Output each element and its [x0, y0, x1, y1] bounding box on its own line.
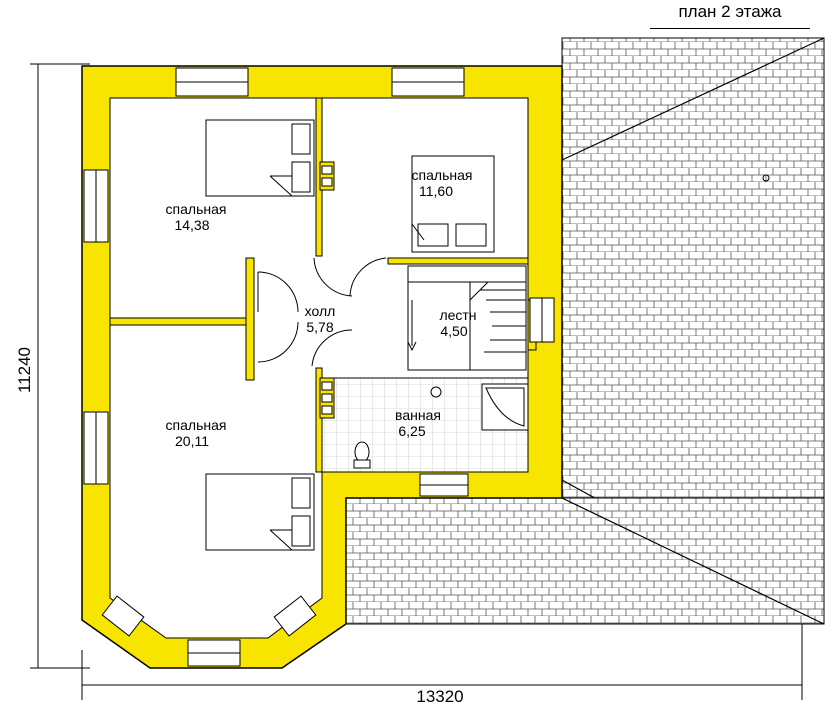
room-area-stairs: 4,50 — [440, 323, 467, 339]
room-area-bedroom-2: 11,60 — [419, 183, 453, 199]
room-name-bathroom: ванная — [395, 407, 441, 423]
room-area-bathroom: 6,25 — [398, 423, 425, 439]
roof-bottom — [345, 497, 825, 625]
doors — [257, 257, 387, 367]
room-name-stairs: лестн — [439, 307, 476, 323]
bed-upper-left — [205, 119, 315, 197]
plan-title: план 2 этажа — [650, 2, 810, 29]
room-name-hall: холл — [305, 303, 336, 319]
height-dimension: 11240 — [15, 347, 34, 393]
dimension-lines — [30, 63, 803, 700]
bathroom-fixtures — [353, 383, 529, 469]
width-dimension: 13320 — [416, 687, 463, 706]
staircase — [407, 265, 527, 371]
room-area-bedroom-3: 20,11 — [175, 433, 209, 449]
interior-walls — [109, 97, 537, 473]
room-area-hall: 5,78 — [306, 319, 333, 335]
room-name-bedroom-2: спальная — [412, 167, 473, 183]
windows — [83, 67, 555, 667]
room-name-bedroom-3: спальная — [166, 417, 227, 433]
bed-lower — [205, 473, 315, 551]
room-area-bedroom-1: 14,38 — [174, 217, 209, 233]
vent-stacks — [319, 161, 335, 419]
bed-upper-right — [411, 155, 495, 253]
room-name-bedroom-1: спальная — [166, 201, 227, 217]
room-labels: спальная 14,38 спальная 11,60 холл 5,78 … — [166, 167, 477, 449]
